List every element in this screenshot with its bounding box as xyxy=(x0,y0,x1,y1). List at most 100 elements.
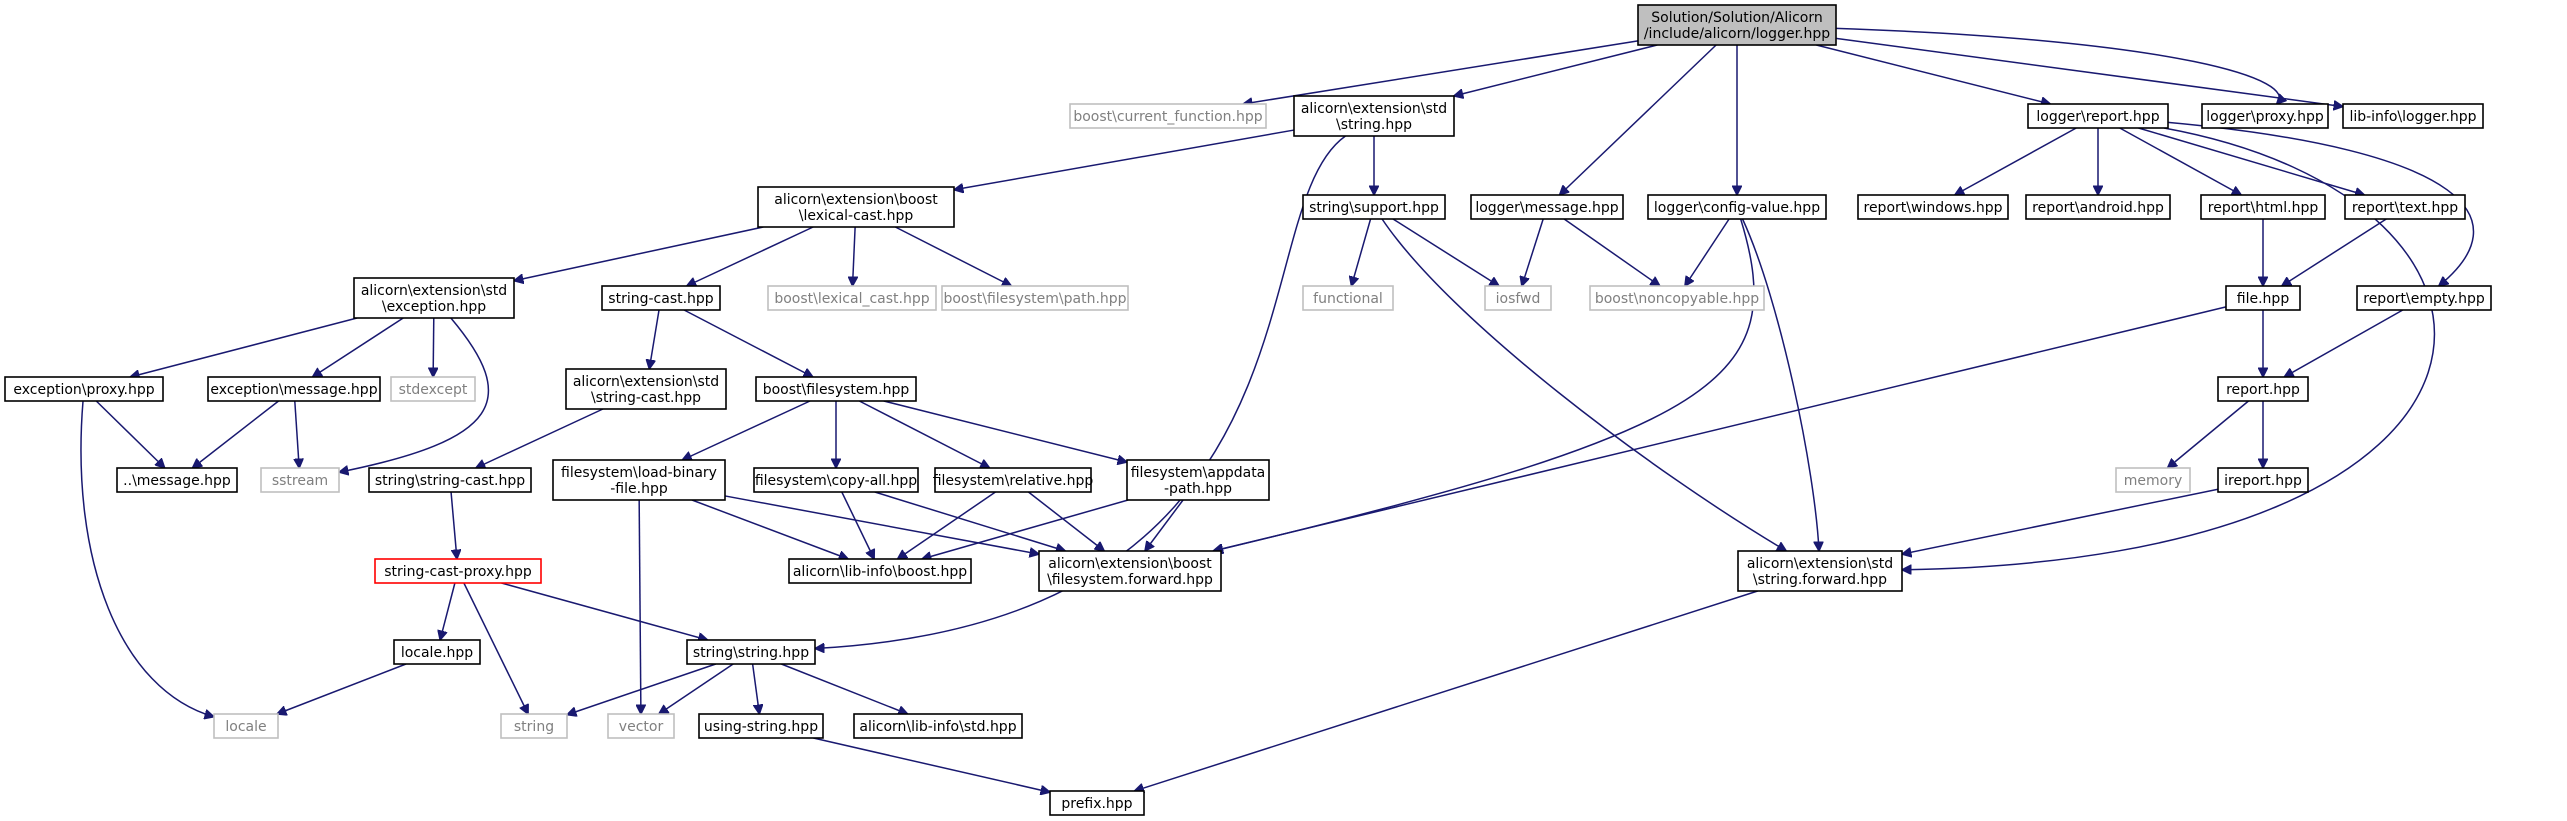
edge-logger_report-to-report_text xyxy=(2138,127,2364,195)
node-label: file.hpp xyxy=(2237,291,2290,307)
node-label: memory xyxy=(2124,473,2183,489)
node-label: sstream xyxy=(272,473,328,489)
node-box xyxy=(2342,103,2484,129)
node-prefix[interactable]: prefix.hpp xyxy=(1049,790,1145,816)
node-label: boost\lexical_cast.hpp xyxy=(774,291,929,307)
node-fs-load-binary[interactable]: filesystem\load-binary-file.hpp xyxy=(552,459,726,501)
node-ireport[interactable]: ireport.hpp xyxy=(2217,467,2309,493)
node-label: alicorn\lib-info\std.hpp xyxy=(859,719,1016,735)
node-box xyxy=(2201,103,2329,129)
node-label: \lexical-cast.hpp xyxy=(799,208,914,224)
node-string-string-cast[interactable]: string\string-cast.hpp xyxy=(368,467,532,493)
edge-root-to-logger_report xyxy=(1816,44,2050,104)
node-label: alicorn\lib-info\boost.hpp xyxy=(793,564,967,580)
edge-string_support-to-string_forward xyxy=(1381,218,1786,551)
node-label: -file.hpp xyxy=(610,481,668,497)
node-string-string[interactable]: string\string.hpp xyxy=(686,639,816,665)
node-label: string xyxy=(514,719,554,735)
node-string-leaf: string xyxy=(500,713,568,739)
node-logger-message[interactable]: logger\message.hpp xyxy=(1470,194,1624,220)
node-boost-fs-path: boost\filesystem\path.hpp xyxy=(941,285,1129,311)
node-libinfo-std[interactable]: alicorn\lib-info\std.hpp xyxy=(853,713,1023,739)
node-label: ireport.hpp xyxy=(2224,473,2302,489)
node-report-hpp[interactable]: report.hpp xyxy=(2217,376,2309,402)
edge-string_forward-to-prefix xyxy=(1134,590,1758,791)
node-fs-copy-all[interactable]: filesystem\copy-all.hpp xyxy=(753,467,919,493)
node-stdexcept: stdexcept xyxy=(390,376,476,402)
node-box xyxy=(1637,4,1837,46)
edge-exception_proxy-to-dotdot_message xyxy=(95,400,164,468)
edge-ext_std_exception-to-stdexcept xyxy=(433,317,434,377)
node-libinfo-logger[interactable]: lib-info\logger.hpp xyxy=(2342,103,2484,129)
node-string-cast-proxy[interactable]: string-cast-proxy.hpp xyxy=(374,558,542,584)
node-ext-std-string-cast[interactable]: alicorn\extension\std\string-cast.hpp xyxy=(565,368,727,410)
node-string-forward[interactable]: alicorn\extension\std\string.forward.hpp xyxy=(1737,550,1903,592)
node-report-windows[interactable]: report\windows.hpp xyxy=(1857,194,2009,220)
edge-lexical_cast_ext-to-boost_lexical_cast xyxy=(853,226,856,286)
edge-logger_report-to-string_forward xyxy=(1902,127,2436,570)
node-box xyxy=(686,639,816,665)
node-label: functional xyxy=(1313,291,1383,307)
node-libinfo-boost[interactable]: alicorn\lib-info\boost.hpp xyxy=(788,558,972,584)
node-label: filesystem\load-binary xyxy=(561,465,717,481)
node-label: filesystem\appdata xyxy=(1131,465,1266,481)
node-report-html[interactable]: report\html.hpp xyxy=(2200,194,2326,220)
node-layer: Solution/Solution/Alicorn/include/alicor… xyxy=(4,4,2492,816)
node-ext-std-exception[interactable]: alicorn\extension\std\exception.hpp xyxy=(353,277,515,319)
node-locale-hpp[interactable]: locale.hpp xyxy=(393,639,481,665)
node-box xyxy=(601,285,721,311)
node-box xyxy=(1857,194,2009,220)
edge-boost_filesystem-to-fs_appdata xyxy=(883,400,1127,462)
node-report-text[interactable]: report\text.hpp xyxy=(2344,194,2466,220)
node-exception-message[interactable]: exception\message.hpp xyxy=(207,376,381,402)
node-box xyxy=(390,376,476,402)
node-boost-filesystem[interactable]: boost\filesystem.hpp xyxy=(755,376,917,402)
node-label: stdexcept xyxy=(399,382,468,398)
node-box xyxy=(1038,550,1222,592)
node-logger-proxy[interactable]: logger\proxy.hpp xyxy=(2201,103,2329,129)
node-label: report\empty.hpp xyxy=(2363,291,2485,307)
node-report-android[interactable]: report\android.hpp xyxy=(2025,194,2171,220)
node-box xyxy=(4,376,164,402)
node-fs-appdata[interactable]: filesystem\appdata-path.hpp xyxy=(1126,459,1270,501)
edge-ext_std_exception-to-exception_message xyxy=(312,317,404,377)
edge-string_cast_proxy-to-locale_hpp xyxy=(440,582,456,640)
node-string-support[interactable]: string\support.hpp xyxy=(1302,194,1446,220)
edge-ext_std_string_cast-to-string_string_cast xyxy=(476,408,604,468)
node-label: boost\filesystem\path.hpp xyxy=(943,291,1126,307)
node-report-empty[interactable]: report\empty.hpp xyxy=(2356,285,2492,311)
node-root[interactable]: Solution/Solution/Alicorn/include/alicor… xyxy=(1637,4,1837,46)
edge-string_support-to-iosfwd xyxy=(1392,218,1499,286)
edge-logger_report-to-report_html xyxy=(2119,127,2241,195)
edge-fs_copy_all-to-libinfo_boost xyxy=(841,491,874,559)
edge-root-to-cur_func xyxy=(1243,40,1639,104)
node-label: alicorn\extension\boost xyxy=(1048,556,1212,572)
node-config-value[interactable]: logger\config-value.hpp xyxy=(1647,194,1827,220)
node-label: boost\filesystem.hpp xyxy=(763,382,910,398)
edge-boost_filesystem-to-fs_load_binary xyxy=(682,400,811,460)
node-label: \string.forward.hpp xyxy=(1753,572,1887,588)
node-cur-func: boost\current_function.hpp xyxy=(1069,103,1267,129)
node-exception-proxy[interactable]: exception\proxy.hpp xyxy=(4,376,164,402)
node-file-hpp[interactable]: file.hpp xyxy=(2225,285,2301,311)
node-fs-relative[interactable]: filesystem\relative.hpp xyxy=(933,467,1094,493)
node-using-string[interactable]: using-string.hpp xyxy=(698,713,824,739)
node-iosfwd: iosfwd xyxy=(1484,285,1552,311)
node-box xyxy=(552,459,726,501)
node-label: \string.hpp xyxy=(1336,117,1412,133)
node-dotdot-message[interactable]: ..\message.hpp xyxy=(116,467,238,493)
node-box xyxy=(607,713,675,739)
edge-config_value-to-string_forward xyxy=(1741,218,1819,551)
node-box xyxy=(1069,103,1267,129)
node-label: locale.hpp xyxy=(401,645,473,661)
node-fs-forward[interactable]: alicorn\extension\boost\filesystem.forwa… xyxy=(1038,550,1222,592)
edge-string_string-to-string_leaf xyxy=(567,663,717,715)
node-ext-std-string[interactable]: alicorn\extension\std\string.hpp xyxy=(1293,95,1455,137)
node-lexical-cast-ext[interactable]: alicorn\extension\boost\lexical-cast.hpp xyxy=(757,186,955,228)
edge-ext_std_exception-to-exception_proxy xyxy=(130,317,358,377)
edge-logger_report-to-report_windows xyxy=(1955,127,2077,195)
node-box xyxy=(1484,285,1552,311)
node-string-cast[interactable]: string-cast.hpp xyxy=(601,285,721,311)
node-label: logger\report.hpp xyxy=(2036,109,2159,125)
node-logger-report[interactable]: logger\report.hpp xyxy=(2027,103,2169,129)
